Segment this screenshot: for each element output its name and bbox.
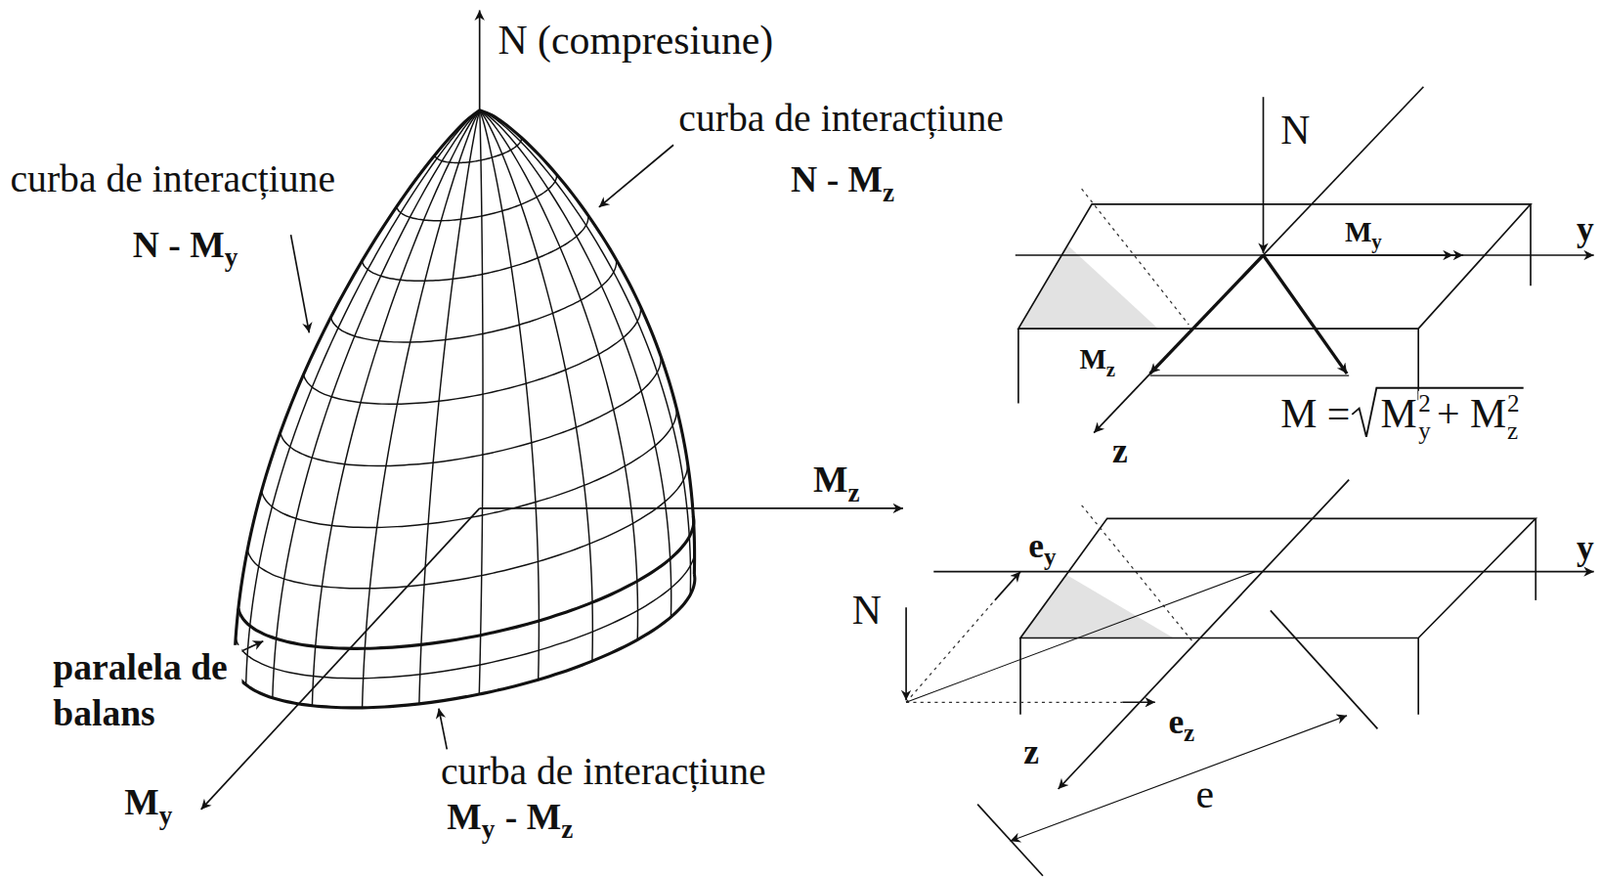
subscript: y [1043, 545, 1057, 570]
axis-label: z [1112, 433, 1128, 469]
axis-label: M [124, 783, 159, 822]
parallel-line [331, 259, 617, 343]
superscript: 2 [1507, 390, 1520, 416]
eccentricity-label: e [1167, 703, 1184, 738]
axis-label: z [1023, 735, 1039, 770]
interaction-surface [234, 110, 695, 708]
mz-axis [479, 507, 904, 510]
curve-name: M [446, 797, 481, 835]
parallel-line [247, 460, 688, 589]
subscript: z [882, 179, 895, 207]
subscript: y [1371, 230, 1382, 252]
parallel-line [396, 173, 558, 221]
section-eccentricity [906, 479, 1595, 876]
parallel-line [234, 573, 695, 708]
curve-name: N - M [790, 161, 883, 199]
curve-name: N - M [132, 226, 225, 264]
radical-sign [1351, 388, 1523, 437]
meridian-line [479, 110, 672, 617]
eccentricity-label: e [1028, 528, 1044, 563]
parallel-line [434, 137, 522, 164]
meridian-line [362, 110, 480, 708]
superscript: 2 [1418, 390, 1431, 416]
meridian-line [479, 110, 594, 661]
meridian-line [478, 110, 483, 694]
my-axis [201, 508, 480, 810]
meridian-line [479, 110, 639, 641]
callout-label: paralela de balans [52, 645, 242, 737]
axis-label: M [813, 461, 848, 499]
moment-label: M [1344, 217, 1373, 247]
subscript: z [1507, 418, 1518, 443]
axis-label: N (compresiune) [497, 20, 774, 62]
parallel-line [361, 215, 588, 281]
subscript: y [224, 245, 239, 272]
formula-part: M [1381, 393, 1418, 435]
parallel-line [280, 354, 661, 466]
axis-label: y [1576, 212, 1595, 247]
parallel-line [235, 544, 695, 678]
subscript: y [159, 802, 173, 829]
parallel-line [238, 516, 694, 649]
subscript: z [848, 479, 861, 507]
subscript: z [561, 816, 573, 843]
subscript: z [1106, 358, 1116, 380]
moment-label: M [1080, 345, 1108, 374]
leader-arrow [599, 144, 674, 208]
curve-label: curba de interacțiune [440, 750, 767, 790]
parallel-line [303, 305, 642, 404]
axis-label: y [1576, 530, 1595, 565]
force-label: N [852, 589, 882, 631]
subscript: y [481, 816, 496, 843]
n-axis [478, 9, 481, 110]
meridian-line [479, 110, 540, 680]
subscript: z [1183, 720, 1195, 745]
formula-part: + M [1436, 393, 1507, 435]
formula-part: M = [1280, 393, 1350, 435]
meridian-line [419, 110, 480, 704]
subscript: y [1418, 418, 1431, 443]
leader-arrow [438, 708, 447, 750]
dimension-label: e [1196, 773, 1215, 815]
curve-label: curba de interacțiune [9, 159, 336, 199]
curve-name: - M [505, 797, 562, 835]
meridian-line [479, 110, 692, 595]
curve-label: curba de interacțiune [678, 97, 1004, 137]
meridian-line [311, 110, 479, 706]
parallel-line [261, 406, 678, 527]
leader-arrow [291, 234, 310, 333]
section-moments [1015, 86, 1595, 433]
force-label: N [1280, 110, 1310, 152]
